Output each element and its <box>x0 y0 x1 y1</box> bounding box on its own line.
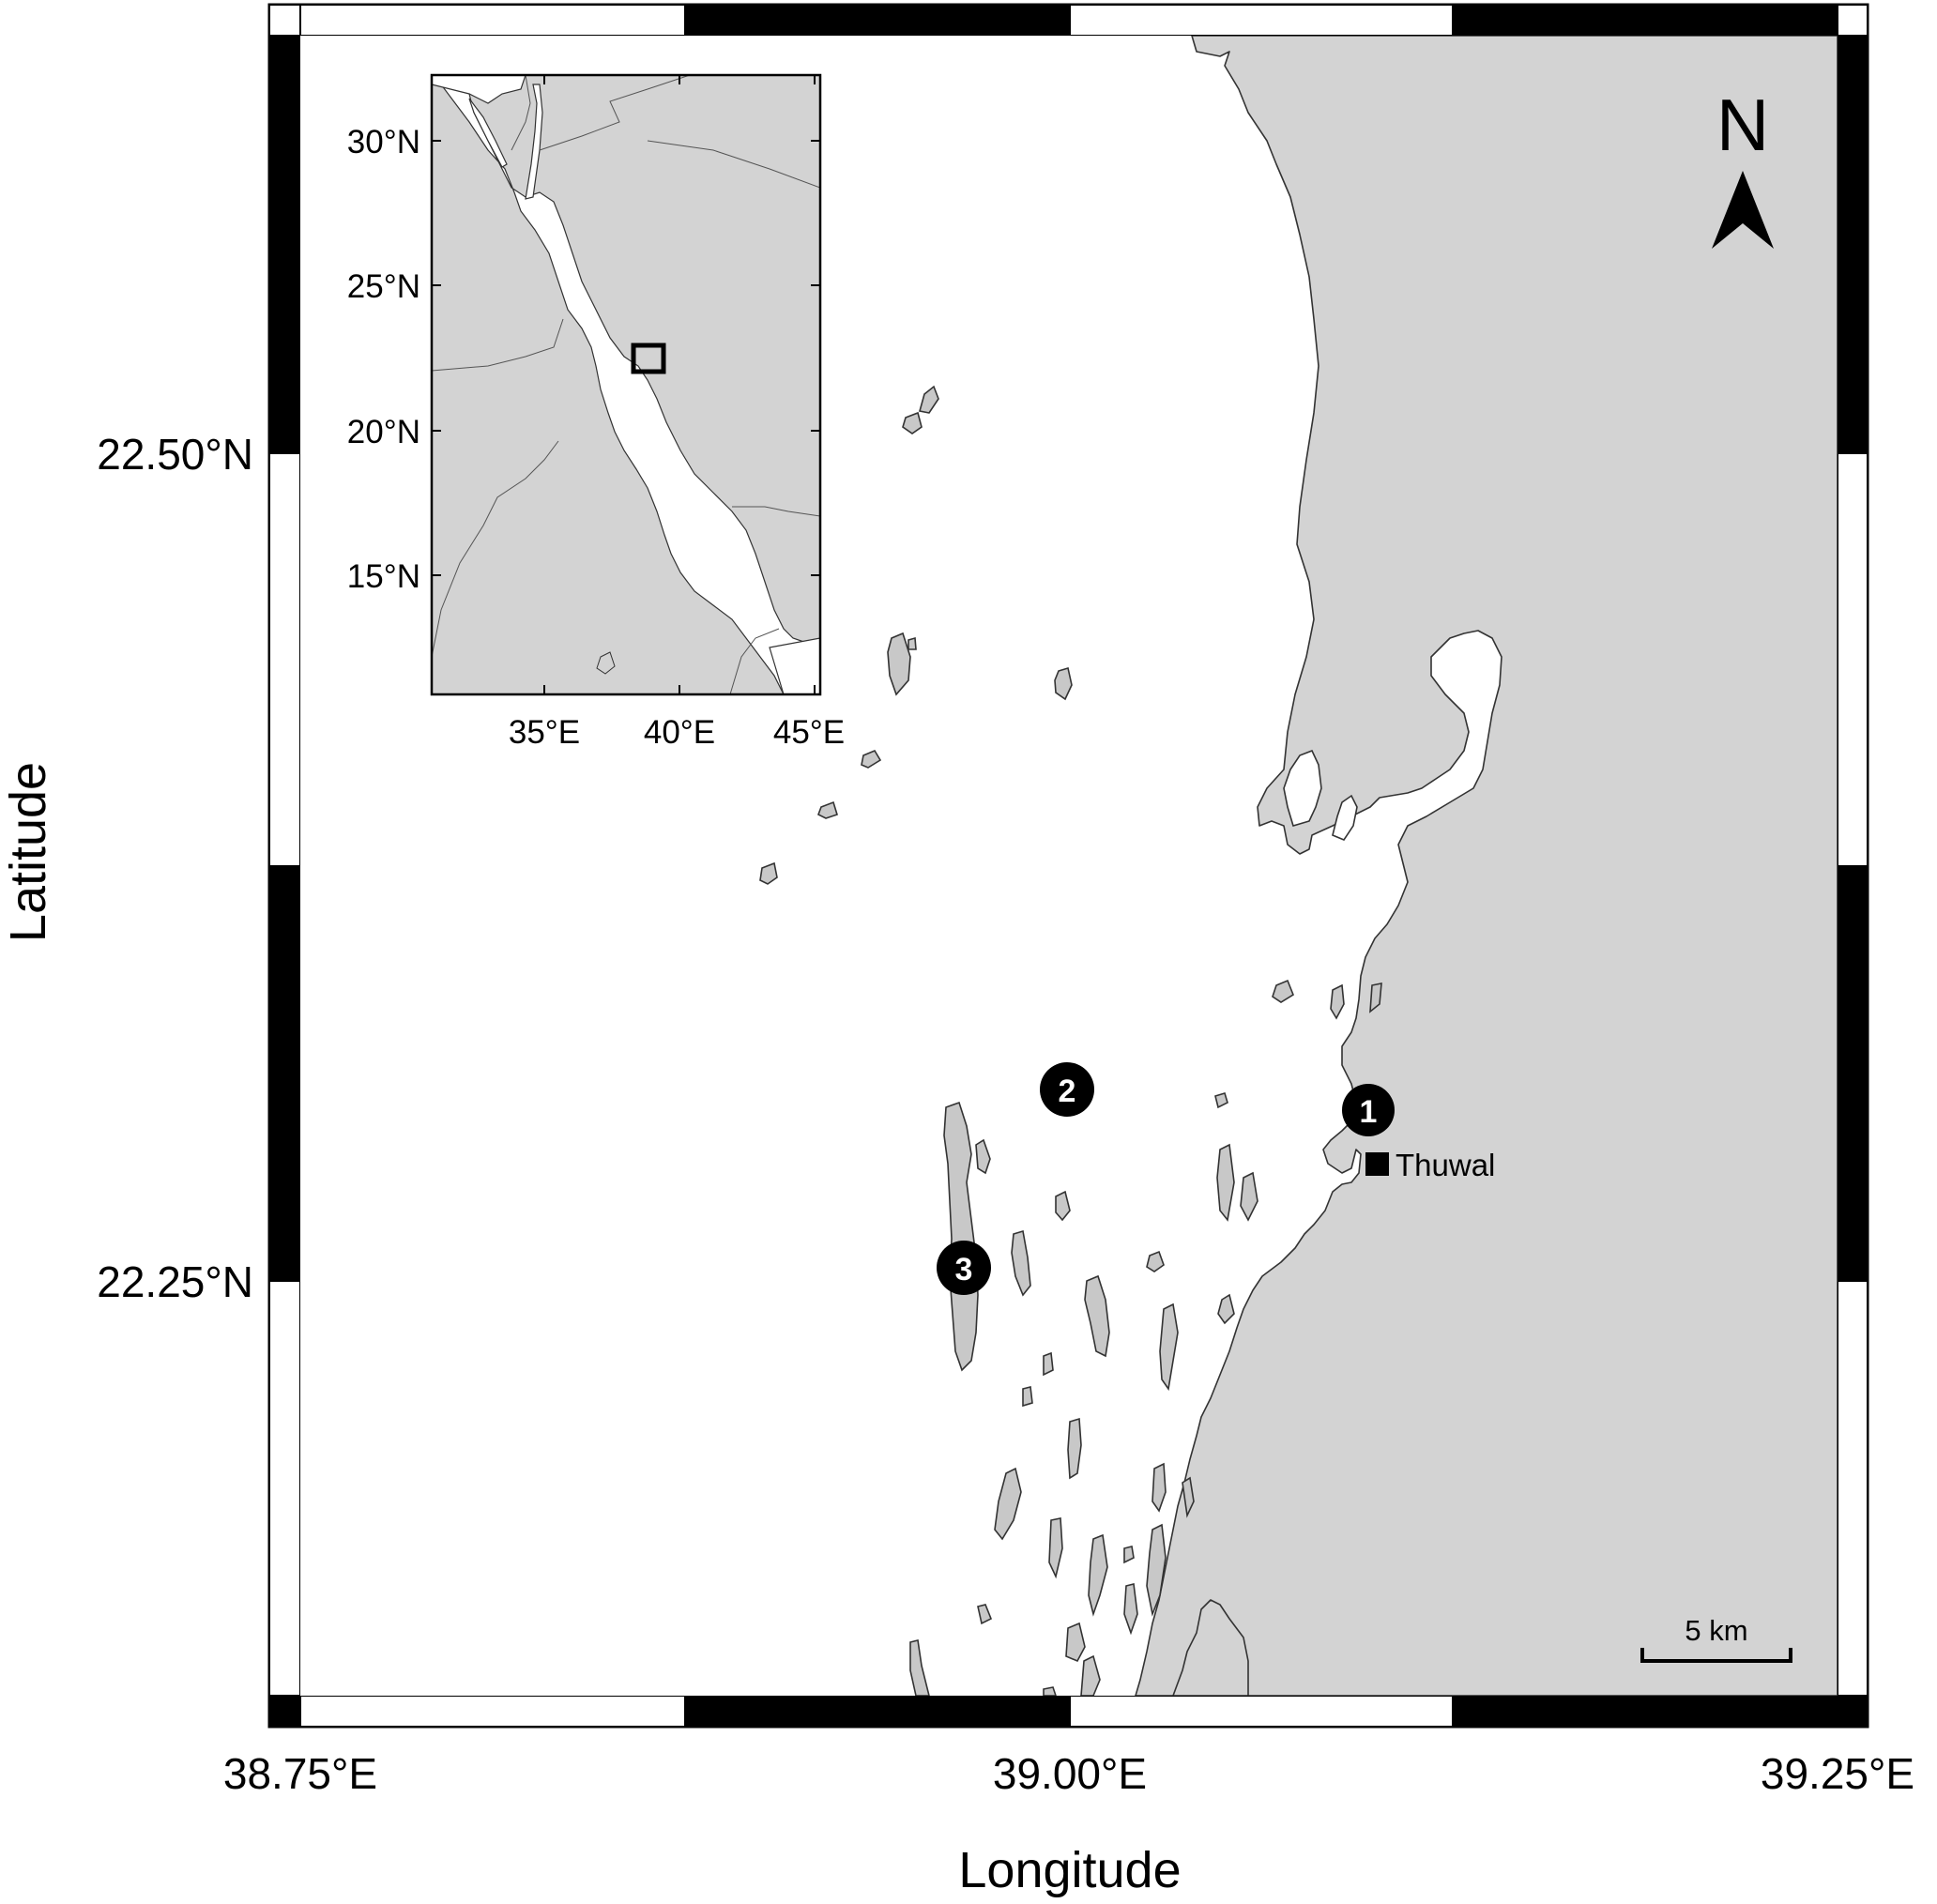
site-marker-2: 2 <box>1040 1062 1094 1117</box>
site-label-1: 1 <box>1360 1094 1378 1130</box>
inset-island <box>596 651 616 675</box>
town-label: Thuwal <box>1396 1148 1495 1182</box>
creek <box>1332 794 1358 841</box>
reefs <box>759 385 1382 1696</box>
site-label-2: 2 <box>1059 1074 1076 1109</box>
scale-bar-label: 5 km <box>1685 1614 1747 1647</box>
inset-x-tick-1: 35°E <box>509 714 580 751</box>
x-axis-title: Longitude <box>958 1842 1181 1898</box>
study-area-box <box>631 343 666 374</box>
site-marker-3: 3 <box>937 1241 991 1295</box>
lagoon <box>1283 749 1322 827</box>
inset-y-tick-1: 30°N <box>347 124 420 160</box>
north-arrow-icon <box>1712 171 1774 249</box>
y-tick-2: 22.25°N <box>97 1257 253 1306</box>
y-axis-title: Latitude <box>0 762 56 942</box>
x-tick-3: 39.25°E <box>1761 1749 1914 1798</box>
site-label-3: 3 <box>955 1252 973 1287</box>
x-tick-1: 38.75°E <box>223 1749 377 1798</box>
x-tick-2: 39.00°E <box>993 1749 1147 1798</box>
north-label: N <box>1716 84 1769 166</box>
inset-y-tick-2: 25°N <box>347 268 420 305</box>
north-arrow: N <box>1712 84 1774 249</box>
inset-map: 30°N 25°N 20°N 15°N 35°E 40°E 45°E <box>347 73 845 751</box>
inset-x-tick-2: 40°E <box>644 714 715 751</box>
scale-bar: 5 km <box>1640 1614 1792 1663</box>
site-marker-1: 1 <box>1342 1084 1395 1136</box>
inset-sea <box>432 75 820 694</box>
inset-x-tick-3: 45°E <box>773 714 845 751</box>
y-tick-1: 22.50°N <box>97 430 253 479</box>
town-marker <box>1365 1152 1389 1176</box>
inset-y-tick-4: 15°N <box>347 558 420 595</box>
inset-y-tick-3: 20°N <box>347 414 420 450</box>
mainland <box>1135 36 1838 1696</box>
